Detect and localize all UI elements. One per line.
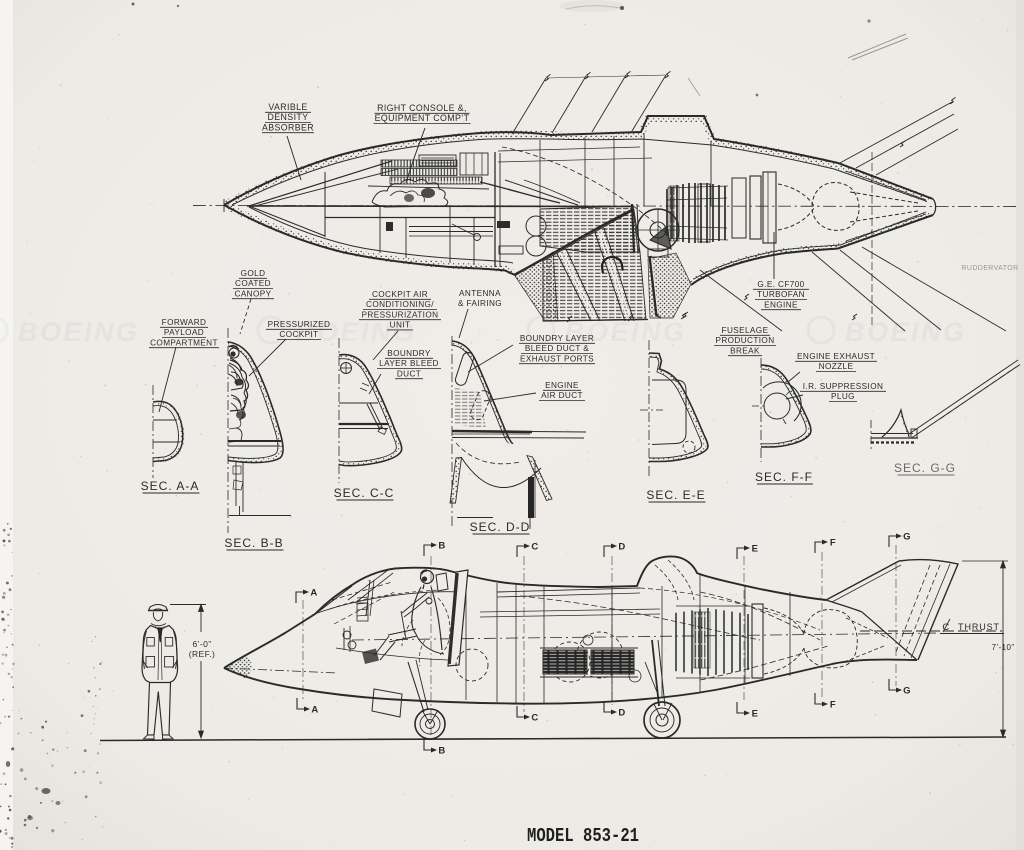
svg-text:RUDDERVATOR: RUDDERVATOR [961, 265, 1018, 272]
svg-text:SEC. C-C: SEC. C-C [334, 486, 395, 500]
svg-text:ANTENNA: ANTENNA [459, 289, 501, 298]
svg-text:BOEING: BOEING [845, 317, 967, 347]
svg-text:THRUST: THRUST [958, 622, 1000, 632]
svg-text:E: E [752, 544, 759, 555]
svg-text:C: C [531, 542, 538, 553]
svg-text:DUCT: DUCT [397, 369, 421, 378]
svg-text:PRODUCTION: PRODUCTION [715, 336, 774, 345]
svg-text:BOEING: BOEING [565, 317, 687, 347]
svg-text:FORWARD: FORWARD [162, 318, 207, 327]
svg-text:D: D [618, 542, 625, 553]
svg-text:C: C [531, 713, 538, 724]
svg-text:EXHAUST PORTS: EXHAUST PORTS [520, 354, 594, 363]
svg-text:CANOPY: CANOPY [235, 289, 272, 298]
svg-text:D: D [618, 708, 625, 719]
svg-text:DENSITY: DENSITY [268, 112, 309, 122]
svg-text:BLEED DUCT &: BLEED DUCT & [525, 344, 589, 353]
svg-text:6’-0”: 6’-0” [192, 639, 211, 649]
svg-text:G: G [903, 532, 911, 543]
svg-text:RIGHT CONSOLE &,: RIGHT CONSOLE &, [377, 103, 467, 113]
svg-text:I.R. SUPPRESSION: I.R. SUPPRESSION [803, 382, 884, 391]
svg-text:AIR DUCT: AIR DUCT [541, 391, 583, 400]
svg-text:BOUNDRY: BOUNDRY [387, 349, 431, 358]
svg-text:B: B [438, 746, 445, 757]
svg-text:BOEING: BOEING [295, 317, 417, 347]
svg-text:COCKPIT: COCKPIT [279, 330, 318, 339]
svg-text:F: F [830, 538, 836, 549]
svg-text:7’-10”: 7’-10” [992, 643, 1015, 652]
svg-text:F: F [830, 700, 836, 711]
svg-text:BREAK: BREAK [730, 346, 760, 355]
svg-text:SEC. A-A: SEC. A-A [141, 479, 200, 493]
svg-text:BOEING: BOEING [18, 317, 140, 347]
svg-text:COATED: COATED [235, 279, 271, 288]
svg-text:PAYLOAD: PAYLOAD [164, 328, 204, 337]
svg-text:PLUG: PLUG [831, 392, 855, 401]
svg-text:A: A [310, 588, 317, 599]
svg-text:UNIT: UNIT [390, 321, 411, 330]
svg-text:SEC. G-G: SEC. G-G [894, 461, 956, 475]
svg-text:FUSELAGE: FUSELAGE [722, 326, 769, 335]
svg-text:& FAIRING: & FAIRING [458, 299, 502, 308]
svg-text:G.E. CF700: G.E. CF700 [757, 280, 804, 289]
svg-text:(REF.): (REF.) [189, 649, 215, 659]
svg-text:COMPARTMENT: COMPARTMENT [150, 338, 218, 347]
svg-text:SEC. E-E: SEC. E-E [646, 488, 705, 502]
svg-text:COCKPIT AIR: COCKPIT AIR [372, 290, 428, 299]
svg-text:GOLD: GOLD [241, 269, 266, 278]
svg-text:NOZZLE: NOZZLE [819, 362, 854, 371]
svg-text:PRESSURIZED: PRESSURIZED [268, 320, 331, 329]
svg-text:A: A [311, 705, 318, 716]
svg-text:SEC. B-B: SEC. B-B [224, 536, 283, 550]
svg-text:CONDITIONING/: CONDITIONING/ [366, 300, 434, 309]
svg-text:BOUNDRY LAYER: BOUNDRY LAYER [520, 334, 594, 343]
svg-text:G: G [903, 686, 911, 697]
svg-text:SEC. F-F: SEC. F-F [755, 470, 813, 484]
svg-text:ABSORBER: ABSORBER [262, 122, 314, 132]
svg-text:ENGINE: ENGINE [764, 300, 798, 309]
svg-text:SEC. D-D: SEC. D-D [470, 520, 531, 534]
svg-text:ENGINE EXHAUST: ENGINE EXHAUST [797, 352, 875, 361]
svg-text:VARIBLE: VARIBLE [268, 102, 307, 112]
svg-text:MODEL 853-21: MODEL 853-21 [527, 825, 639, 847]
svg-text:LAYER BLEED: LAYER BLEED [379, 359, 439, 368]
svg-text:B: B [438, 541, 445, 552]
svg-text:PRESSURIZATION: PRESSURIZATION [362, 310, 439, 319]
svg-text:ENGINE: ENGINE [545, 381, 579, 390]
svg-text:E: E [752, 709, 759, 720]
svg-text:EQUIPMENT COMP’T: EQUIPMENT COMP’T [375, 113, 470, 123]
svg-text:TURBOFAN: TURBOFAN [757, 290, 805, 299]
